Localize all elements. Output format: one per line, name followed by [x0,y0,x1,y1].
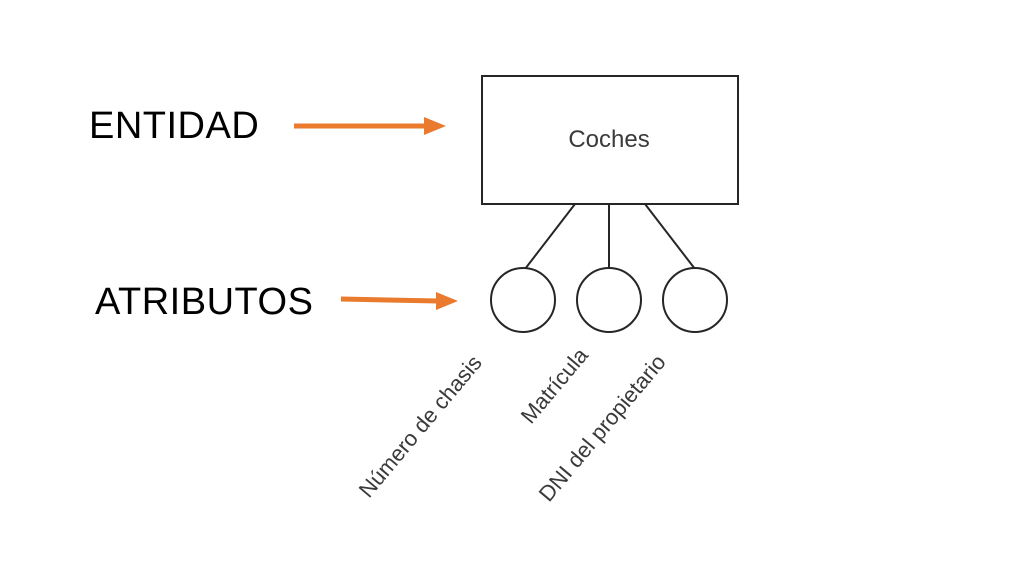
attributes-arrow [340,292,458,310]
entity-name: Coches [568,126,649,153]
attribute-circle [662,267,728,333]
attribute-name: Matrícula [516,342,594,428]
entity-arrow [294,117,446,135]
entity-label: ENTIDAD [89,105,260,147]
attribute-circle [490,267,556,333]
attribute-name: Número de chasis [354,350,487,502]
attributes-label: ATRIBUTOS [95,281,314,323]
attribute-circle [576,267,642,333]
connector-line [524,203,576,270]
connector-line [644,203,696,270]
